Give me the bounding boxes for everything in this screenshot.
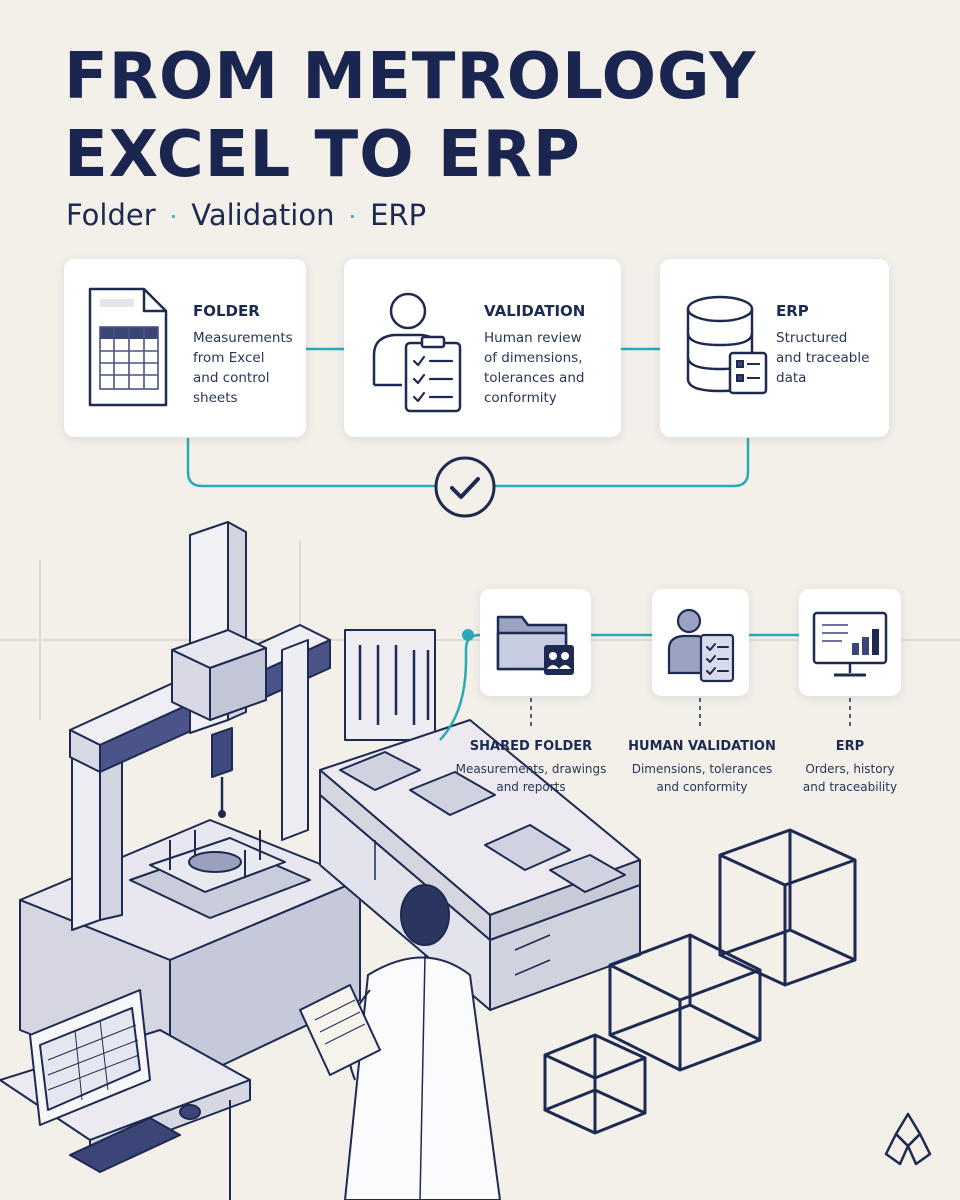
flow-label-erp-title: ERP	[835, 739, 865, 754]
card-erp-line: and traceable	[776, 350, 870, 366]
card-erp: ERP Structured and traceable data	[660, 259, 889, 437]
flow-label-line: and reports	[496, 780, 566, 794]
brand-logo-icon	[884, 1112, 932, 1166]
person-checklist-icon	[372, 292, 462, 413]
flow-label-line: Dimensions, tolerances	[631, 762, 773, 776]
subtitle-separator: ·	[169, 203, 178, 231]
card-erp-description: Structured and traceable data	[776, 328, 869, 388]
flow-label-line: Measurements, drawings	[455, 762, 607, 776]
subtitle-step-validation: Validation	[191, 198, 335, 232]
card-validation-description: Human review of dimensions, tolerances a…	[484, 328, 584, 408]
flow-card-shared-folder	[480, 589, 591, 696]
card-erp-title: ERP	[776, 302, 809, 320]
spreadsheet-document-icon	[88, 287, 168, 407]
person-checklist-icon	[667, 608, 735, 683]
page-title: FROM METROLOGY EXCEL TO ERP	[64, 40, 757, 192]
card-validation-line: conformity	[484, 390, 557, 406]
card-validation-line: of dimensions,	[484, 350, 583, 366]
card-folder-line: and control	[193, 370, 270, 386]
flow-label-line: and traceability	[802, 780, 898, 794]
card-folder-description: Measurements from Excel and control shee…	[193, 328, 293, 408]
card-validation-line: tolerances and	[484, 370, 585, 386]
flow-label-shared-folder-text: Measurements, drawings and reports	[451, 760, 611, 796]
monitor-chart-icon	[812, 611, 888, 677]
card-validation-title: VALIDATION	[484, 302, 586, 320]
flow-connectors	[439, 629, 851, 741]
database-icon	[686, 295, 768, 395]
card-folder-title: FOLDER	[193, 302, 260, 320]
card-erp-line: Structured	[776, 330, 848, 346]
card-folder-line: Measurements	[193, 330, 293, 346]
flow-label-human-validation-text: Dimensions, tolerances and conformity	[622, 760, 782, 796]
card-folder: FOLDER Measurements from Excel and contr…	[64, 259, 306, 437]
flow-card-human-validation	[652, 589, 749, 696]
card-erp-line: data	[776, 370, 807, 386]
checkmark-icon	[434, 456, 496, 518]
flow-label-line: Orders, history	[805, 762, 895, 776]
subtitle: Folder · Validation · ERP	[66, 198, 426, 232]
flow-label-line: and conformity	[656, 780, 748, 794]
subtitle-separator: ·	[348, 203, 357, 231]
shared-folder-icon	[496, 615, 574, 675]
subtitle-step-folder: Folder	[66, 198, 156, 232]
card-validation: VALIDATION Human review of dimensions, t…	[344, 259, 621, 437]
subtitle-step-erp: ERP	[370, 198, 427, 232]
flow-card-erp	[799, 589, 901, 696]
card-folder-line: sheets	[193, 390, 238, 406]
card-folder-line: from Excel	[193, 350, 265, 366]
flow-label-human-validation-title: HUMAN VALIDATION	[628, 739, 776, 754]
flow-label-shared-folder-title: SHARED FOLDER	[469, 739, 593, 754]
card-validation-line: Human review	[484, 330, 582, 346]
flow-label-erp-text: Orders, history and traceability	[790, 760, 910, 796]
